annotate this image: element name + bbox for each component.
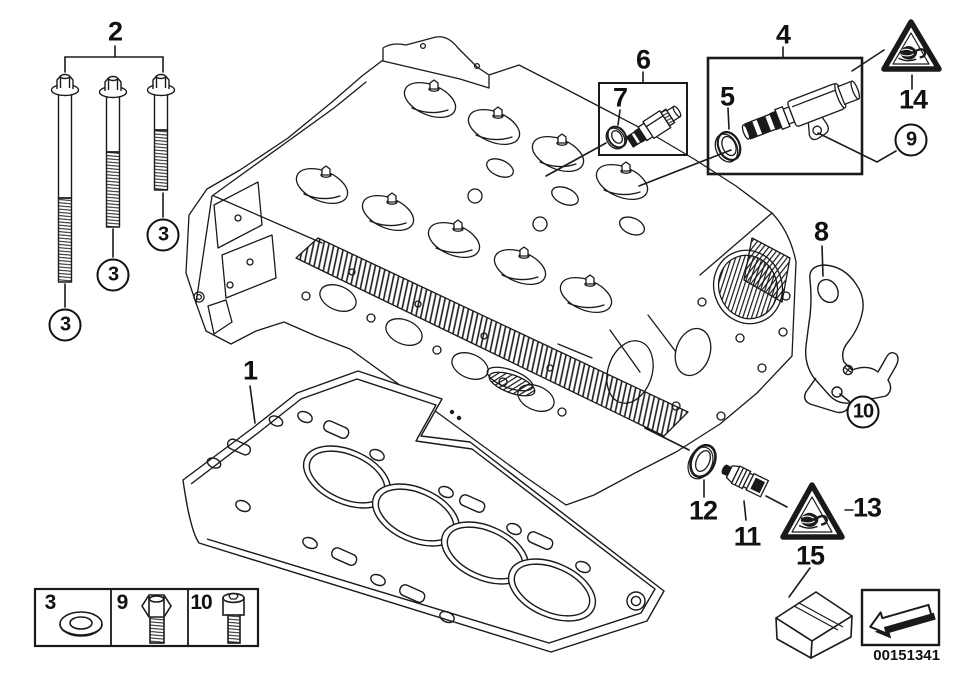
legend-label-hex-bolt[interactable]: 9 [116,591,129,614]
callout-13[interactable]: 13 [852,492,882,523]
callout-5[interactable]: 5 [719,81,735,112]
callout-3-circled-short[interactable]: 3 [146,218,180,252]
camshaft-sensor-drawing [605,105,682,150]
part-4-group-box [706,56,864,176]
o-ring-12-drawing [687,443,717,480]
o-ring-7-drawing [605,125,628,150]
stud-bolt-medium [98,75,128,228]
lifting-bracket-drawing [803,264,899,414]
washer-icon [59,611,103,637]
callout-15[interactable]: 15 [795,540,825,571]
callout-8[interactable]: 8 [813,216,829,247]
socket-head-bolt-icon [222,592,245,644]
callout-11[interactable]: 11 [733,521,762,552]
callout-12[interactable]: 12 [688,495,718,526]
legend-label-washer[interactable]: 3 [44,591,57,614]
direction-arrow-box [860,588,941,647]
cylinder-head-drawing [185,36,797,506]
vanos-solenoid-drawing [714,80,861,163]
callout-9-circled[interactable]: 9 [894,123,928,157]
hex-bolt-icon [141,594,172,644]
installation-direction-arrow-icon [869,603,936,639]
callout-14[interactable]: 14 [898,84,928,115]
legend-box [33,587,260,648]
callout-3-circled-long[interactable]: 3 [48,308,82,342]
image-number: 00151341 [873,647,940,664]
head-gasket-drawing [182,370,665,653]
callout-7[interactable]: 7 [612,82,628,113]
warning-triangle-bottom-icon [780,482,845,540]
oil-pressure-sensor-drawing [721,464,770,498]
parts-kit-package-icon [775,591,853,659]
part-6-group-box [598,82,688,156]
o-ring-5-drawing [714,130,742,163]
stud-bolt-short [146,73,176,191]
callout-1[interactable]: 1 [242,355,258,386]
callout-6[interactable]: 6 [635,44,651,75]
callout-3-circled-medium[interactable]: 3 [96,258,130,292]
warning-triangle-top-icon [881,19,942,72]
rocker-arms-front-row [295,165,613,314]
callout-10-circled[interactable]: 10 [846,395,880,429]
leader-lines [64,45,913,598]
callout-4[interactable]: 4 [775,19,791,50]
stud-bolt-long [50,73,80,283]
legend-label-socket-bolt[interactable]: 10 [190,591,212,614]
stud-bolts-drawing [50,73,176,283]
callout-2[interactable]: 2 [107,16,123,47]
